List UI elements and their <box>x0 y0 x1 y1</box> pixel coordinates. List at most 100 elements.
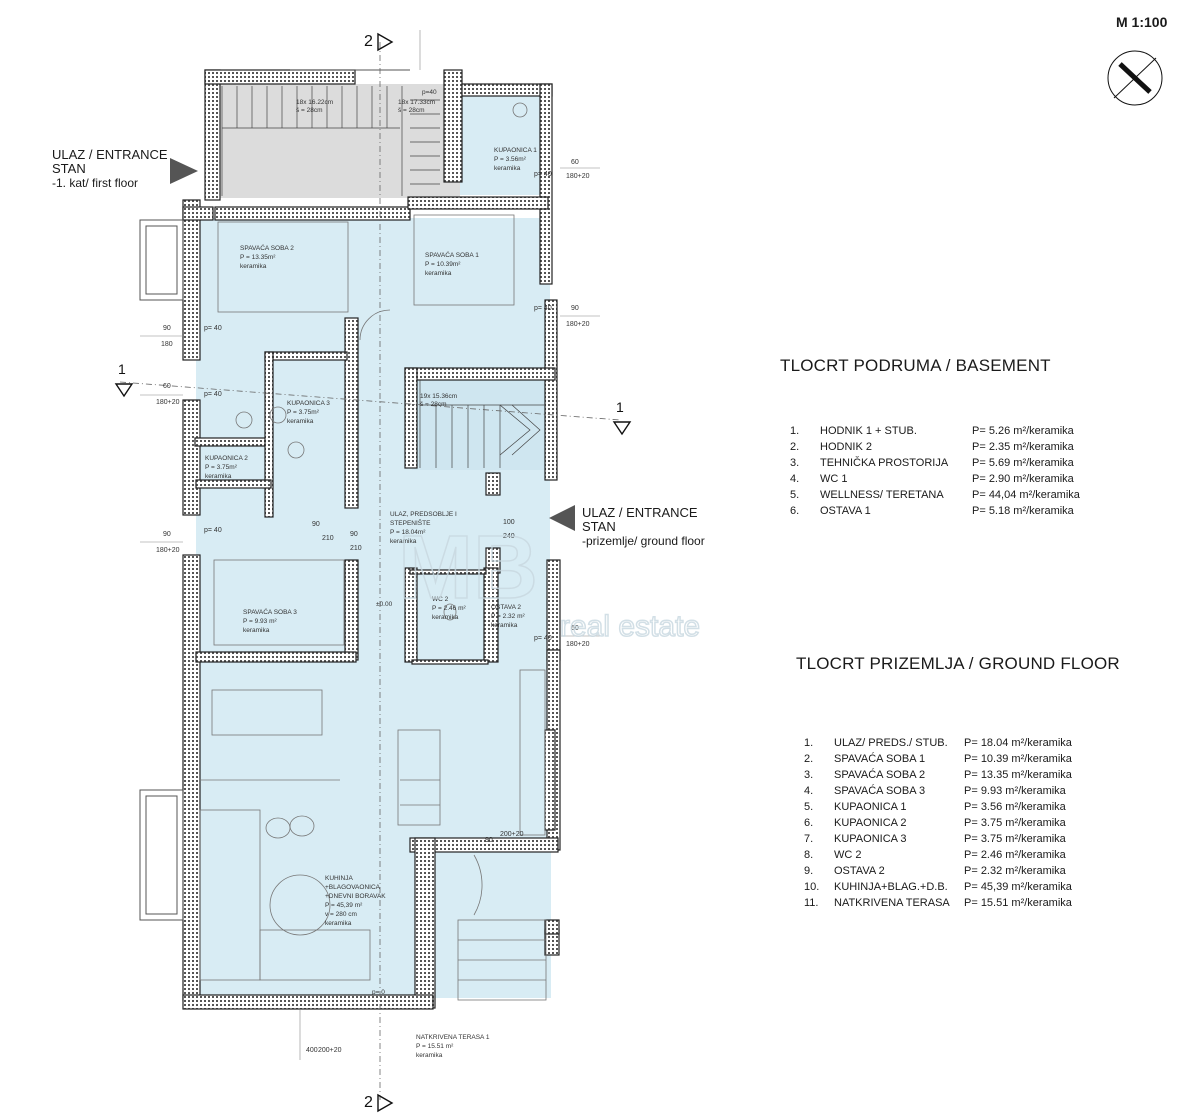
room-number: 2. <box>804 753 814 765</box>
room-number: 4. <box>790 473 800 485</box>
dim-90: 90 <box>163 325 171 332</box>
watermark-line2: real estate <box>560 610 700 643</box>
level-ground: ±0.00 <box>376 601 393 608</box>
room-area: P= 5.26 m²/keramika <box>972 425 1074 437</box>
dim-p40: p= 40 <box>534 171 552 178</box>
room-area: P= 5.18 m²/keramika <box>972 505 1074 517</box>
room-number: 5. <box>790 489 800 501</box>
room-area: P= 2.46 m²/keramika <box>964 849 1066 861</box>
dim-180-20: 180+20 <box>566 321 590 328</box>
room-number: 10. <box>804 881 820 893</box>
dim-90: 90 <box>571 305 579 312</box>
dim-180-20: 180+20 <box>566 641 590 648</box>
room-number: 3. <box>790 457 800 469</box>
room-area: P= 2.32 m²/keramika <box>964 865 1066 877</box>
room-area: P= 15.51 m²/keramika <box>964 897 1072 909</box>
room-number: 4. <box>804 785 814 797</box>
room-name: SPAVAĆA SOBA 3 <box>834 785 926 797</box>
room-area: P= 9.93 m²/keramika <box>964 785 1066 797</box>
scale-label: M 1:100 <box>1116 14 1168 30</box>
section-label: 2 <box>364 33 373 50</box>
section-marker-2-top: 2 <box>364 32 394 52</box>
room-name: SPAVAĆA SOBA 2 <box>834 769 926 781</box>
room-name: WELLNESS/ TERETANA <box>820 489 944 501</box>
room-area: P= 18.04 m²/keramika <box>964 737 1072 749</box>
walls <box>182 69 561 1010</box>
entrance-line2: STAN <box>52 161 86 176</box>
dim-p40: p= 40 <box>204 325 222 332</box>
room-area: P= 3.75 m²/keramika <box>964 833 1066 845</box>
entrance-arrow-first-floor <box>170 158 198 184</box>
room-name: SPAVAĆA SOBA 1 <box>834 753 926 765</box>
entrance-line1: ULAZ / ENTRANCE <box>582 505 698 520</box>
room-number: 3. <box>804 769 814 781</box>
section-label: 2 <box>364 1094 373 1111</box>
room-name: WC 2 <box>834 849 862 861</box>
entrance-line3: -1. kat/ first floor <box>52 176 139 190</box>
section-lines <box>119 42 621 1100</box>
section-marker-2-bottom: 2 <box>364 1093 394 1113</box>
room-number: 5. <box>804 801 814 813</box>
dim-p40: p= 40 <box>534 635 552 642</box>
room-area: P= 13.35 m²/keramika <box>964 769 1072 781</box>
room-area: P= 2.35 m²/keramika <box>972 441 1074 453</box>
dim-240: 240 <box>503 533 515 540</box>
basement-title: TLOCRT PODRUMA / BASEMENT <box>780 356 1051 375</box>
entrance-line1: ULAZ / ENTRANCE <box>52 147 168 162</box>
ground-floor-room-list: 1. ULAZ/ PREDS./ STUB. P= 18.04 m²/keramik… <box>804 737 1104 917</box>
room-number: 6. <box>790 505 800 517</box>
dim-210: 210 <box>322 535 334 542</box>
room-name: NATKRIVENA TERASA <box>834 897 950 909</box>
section-marker-1-right: 1 <box>612 399 632 436</box>
room-number: 2. <box>790 441 800 453</box>
room-area: P= 5.69 m²/keramika <box>972 457 1074 469</box>
room-area: P= 3.56 m²/keramika <box>964 801 1066 813</box>
entrance-line2: STAN <box>582 519 616 534</box>
north-arrow-icon <box>1107 50 1163 106</box>
room-name: TEHNIČKA PROSTORIJA <box>820 457 949 469</box>
entrance-label-ground-floor: ULAZ / ENTRANCE STAN -prizemlje/ ground … <box>582 505 705 549</box>
dim-210: 210 <box>350 545 362 552</box>
room-area: P= 44,04 m²/keramika <box>972 489 1080 501</box>
room-area: P= 2.90 m²/keramika <box>972 473 1074 485</box>
dim-200-20: 200+20 <box>318 1047 342 1054</box>
furniture <box>199 102 547 1001</box>
dim-200-20: 200+20 <box>500 831 524 838</box>
dim-180-20: 180+20 <box>156 547 180 554</box>
dim-90: 90 <box>485 837 493 844</box>
section-label: 1 <box>118 361 126 377</box>
dim-100: 100 <box>503 519 515 526</box>
dim-90: 90 <box>350 531 358 538</box>
dim-90: 90 <box>163 531 171 538</box>
stairs <box>221 86 545 468</box>
room-number: 8. <box>804 849 814 861</box>
room-name: KUPAONICA 3 <box>834 833 907 845</box>
room-number: 1. <box>790 425 800 437</box>
entrance-label-first-floor: ULAZ / ENTRANCE STAN -1. kat/ first floo… <box>52 147 168 191</box>
room-number: 9. <box>804 865 814 877</box>
dim-90: 90 <box>312 521 320 528</box>
room-area: P= 3.75 m²/keramika <box>964 817 1066 829</box>
watermark: MB real estate <box>397 517 701 644</box>
room-name: KUPAONICA 2 <box>834 817 907 829</box>
room-number: 1. <box>804 737 814 749</box>
dim-180-20: 180+20 <box>156 399 180 406</box>
room-name: ULAZ/ PREDS./ STUB. <box>834 737 948 749</box>
room-area: P= 10.39 m²/keramika <box>964 753 1072 765</box>
dim-p40: p= 40 <box>534 305 552 312</box>
